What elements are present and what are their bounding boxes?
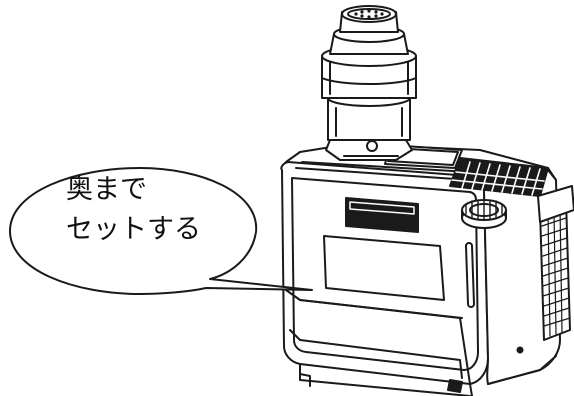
nozzle-attachment-icon bbox=[321, 5, 417, 161]
speech-bubble-icon bbox=[9, 167, 313, 295]
vent-grille-side bbox=[516, 185, 574, 354]
vent-grille-top bbox=[449, 157, 549, 197]
bottom-feet bbox=[299, 373, 463, 393]
insert-slot bbox=[345, 197, 419, 233]
indicator-window bbox=[465, 242, 475, 308]
callout-line-2: セットする bbox=[66, 214, 201, 244]
front-panel bbox=[323, 235, 445, 301]
knob-icon bbox=[461, 199, 507, 229]
callout-line-1: 奥まで bbox=[66, 174, 147, 204]
